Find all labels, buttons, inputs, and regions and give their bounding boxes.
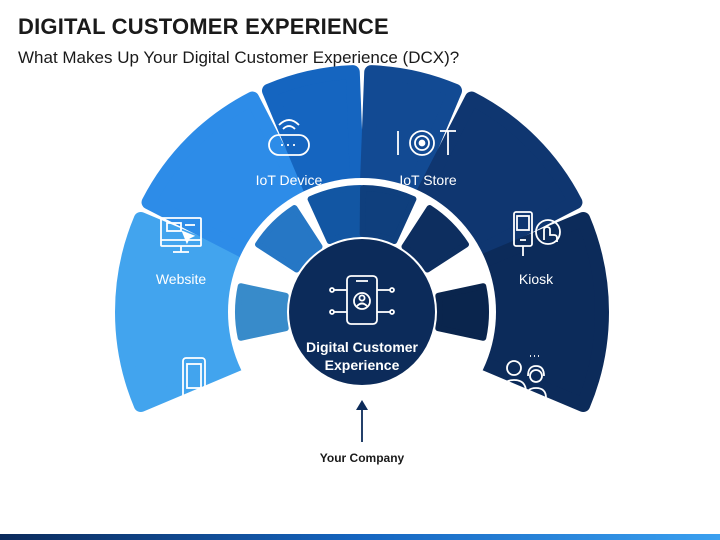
router-device-icon [268,119,310,156]
connector-website [255,205,323,273]
connector-support [435,283,489,341]
iot-logo-icon [397,130,456,156]
monitor-click-icon [160,217,202,253]
connector-iot-store [359,185,417,245]
segment-label-mobile: Mobile [173,413,214,429]
center-label-line1: Digital Customer [306,339,419,355]
support-agent-icon [501,355,547,399]
segment-label-iot-device: IoT Device [256,172,323,188]
segment-label-website: Website [156,271,207,287]
company-caption: Your Company [320,451,405,465]
kiosk-touch-icon [513,211,561,256]
connector-kiosk [401,205,469,273]
center-label-line2: Experience [325,357,400,373]
connector-mobile [235,283,289,341]
smartphone-icon [182,357,206,399]
center-hub [289,239,435,385]
footer-bar [0,534,720,540]
segment-label-line2: call [513,427,534,443]
center-phone-icon [329,275,395,325]
segment-label-iot-store: IoT Store [399,172,457,188]
arrow-up-icon [356,400,368,442]
segment-label-support: Support [499,407,548,423]
page-subtitle: What Makes Up Your Digital Customer Expe… [18,48,460,67]
page-title: DIGITAL CUSTOMER EXPERIENCE [18,14,389,39]
segment-label-kiosk: Kiosk [519,271,554,287]
